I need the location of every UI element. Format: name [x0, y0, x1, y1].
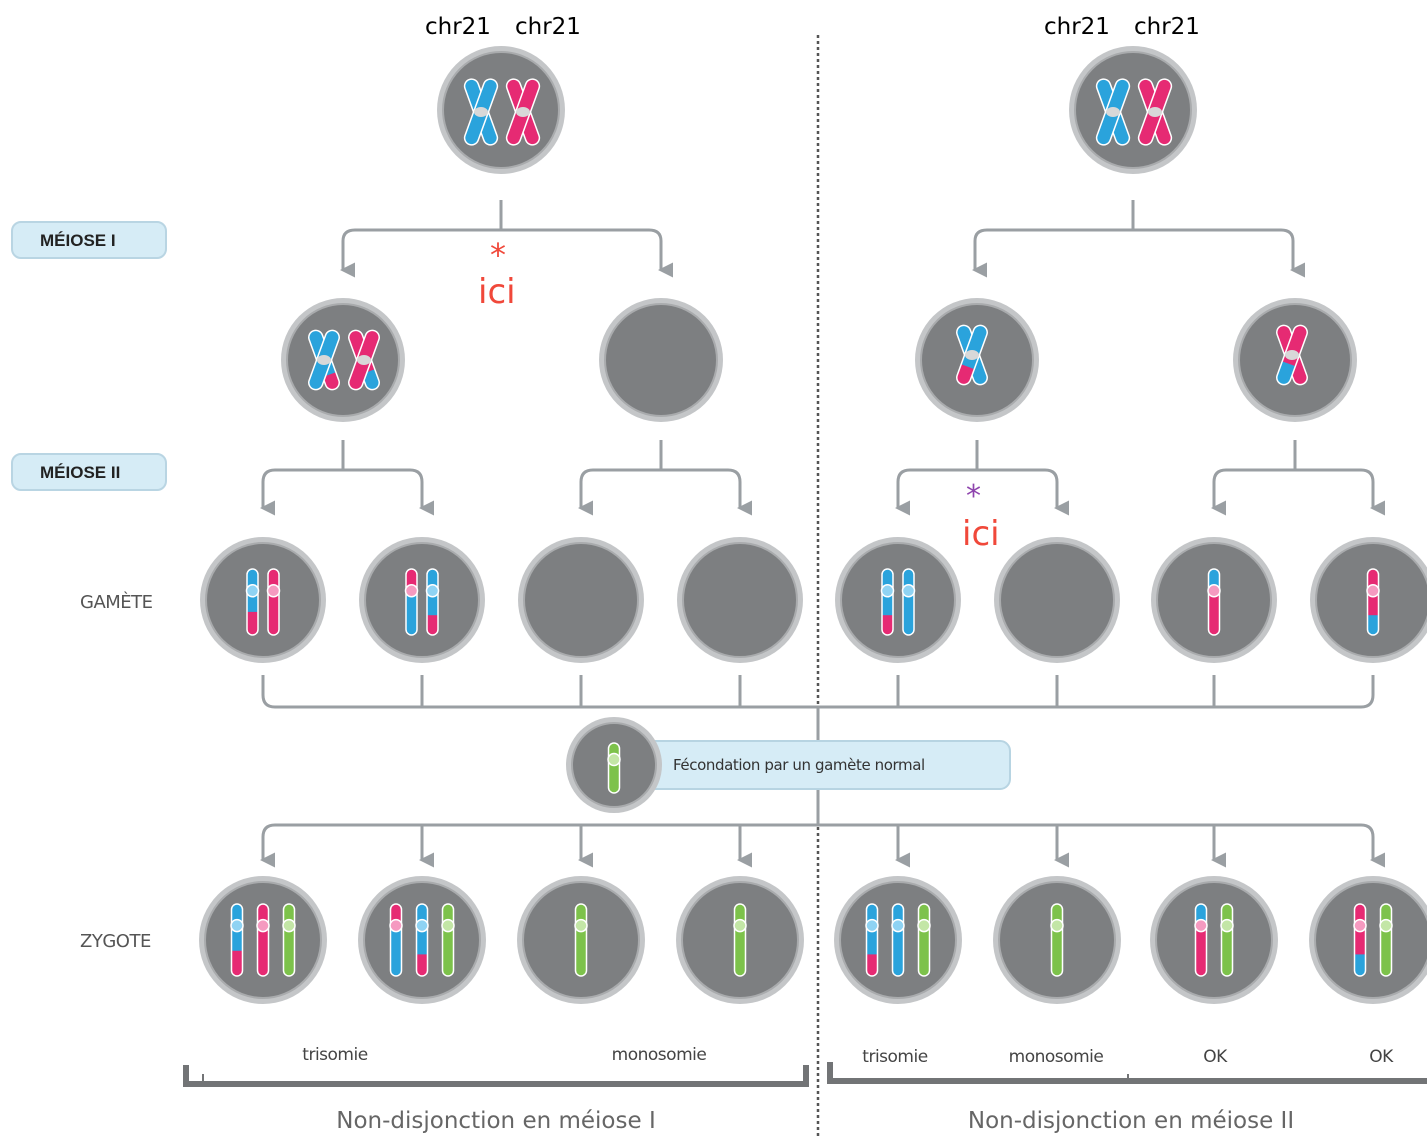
normal-gamete-cell-body	[566, 717, 662, 813]
zygote-cell-7	[1150, 876, 1278, 1004]
gamete-cell-2	[359, 537, 485, 663]
asterisk-icon: *	[490, 236, 506, 274]
zygote-cell-8	[1309, 876, 1427, 1004]
gamete-cell-5	[835, 537, 961, 663]
gamete-cell-7	[1151, 537, 1277, 663]
meiosis2-label: MÉIOSE II	[40, 463, 120, 482]
ici-label-meiosis1: ici	[478, 272, 516, 312]
outcome-left-monosomy: monosomie	[612, 1045, 707, 1065]
bracket-right	[827, 1062, 1427, 1084]
zygote-cell-3	[517, 876, 645, 1004]
outcome-left-trisomy: trisomie	[302, 1045, 367, 1065]
group-label-right: Non-disjonction en méiose II	[968, 1108, 1294, 1134]
header-left-chr-1: chr21	[425, 14, 491, 40]
zygote-cell-1	[199, 876, 327, 1004]
meiosis2-error-marker: * ici	[962, 479, 1000, 554]
fertilization-label: Fécondation par un gamète normal	[673, 756, 925, 774]
meiosis1-cell-right-b	[1233, 298, 1357, 422]
normal-gamete-cell	[566, 717, 662, 813]
zygote-cell-6	[993, 876, 1121, 1004]
asterisk-icon: *	[966, 479, 981, 514]
gamete-row-label: GAMÈTE	[80, 591, 153, 613]
ici-label-meiosis2: ici	[962, 514, 1000, 554]
header-right-chr-1: chr21	[1044, 14, 1110, 40]
connector-lines	[260, 200, 1385, 868]
meiosis2-pill: MÉIOSE II	[11, 453, 167, 491]
meiosis1-error-marker: * ici	[478, 236, 516, 312]
zygote-row-label: ZYGOTE	[80, 931, 151, 952]
outcome-right-ok-1: OK	[1203, 1047, 1228, 1067]
header-left-chr-2: chr21	[515, 14, 581, 40]
zygote-cell-5	[834, 876, 962, 1004]
outcome-right-monosomy: monosomie	[1009, 1047, 1104, 1067]
meiosis1-cell-right-a	[915, 298, 1039, 422]
outcome-right-trisomy: trisomie	[862, 1047, 927, 1067]
cells-layer	[199, 46, 1427, 1004]
gamete-cell-6	[994, 537, 1120, 663]
bracket-left	[183, 1065, 809, 1087]
gamete-cell-4	[677, 537, 803, 663]
gamete-cell-1	[200, 537, 326, 663]
meiosis1-cell-left-both	[281, 298, 405, 422]
zygote-cell-2	[358, 876, 486, 1004]
outcome-right-ok-2: OK	[1369, 1047, 1394, 1067]
gamete-cell-8	[1310, 537, 1427, 663]
meiosis1-pill: MÉIOSE I	[11, 221, 167, 259]
meiosis1-cell-left-empty	[599, 298, 723, 422]
parent-cell-left	[437, 46, 565, 174]
header-right-chr-2: chr21	[1134, 14, 1200, 40]
fertilization-banner: Fécondation par un gamète normal	[627, 740, 1011, 790]
zygote-cell-4	[676, 876, 804, 1004]
meiosis1-label: MÉIOSE I	[40, 231, 116, 250]
parent-cell-right	[1069, 46, 1197, 174]
group-label-left: Non-disjonction en méiose I	[336, 1108, 655, 1134]
gamete-cell-3	[518, 537, 644, 663]
